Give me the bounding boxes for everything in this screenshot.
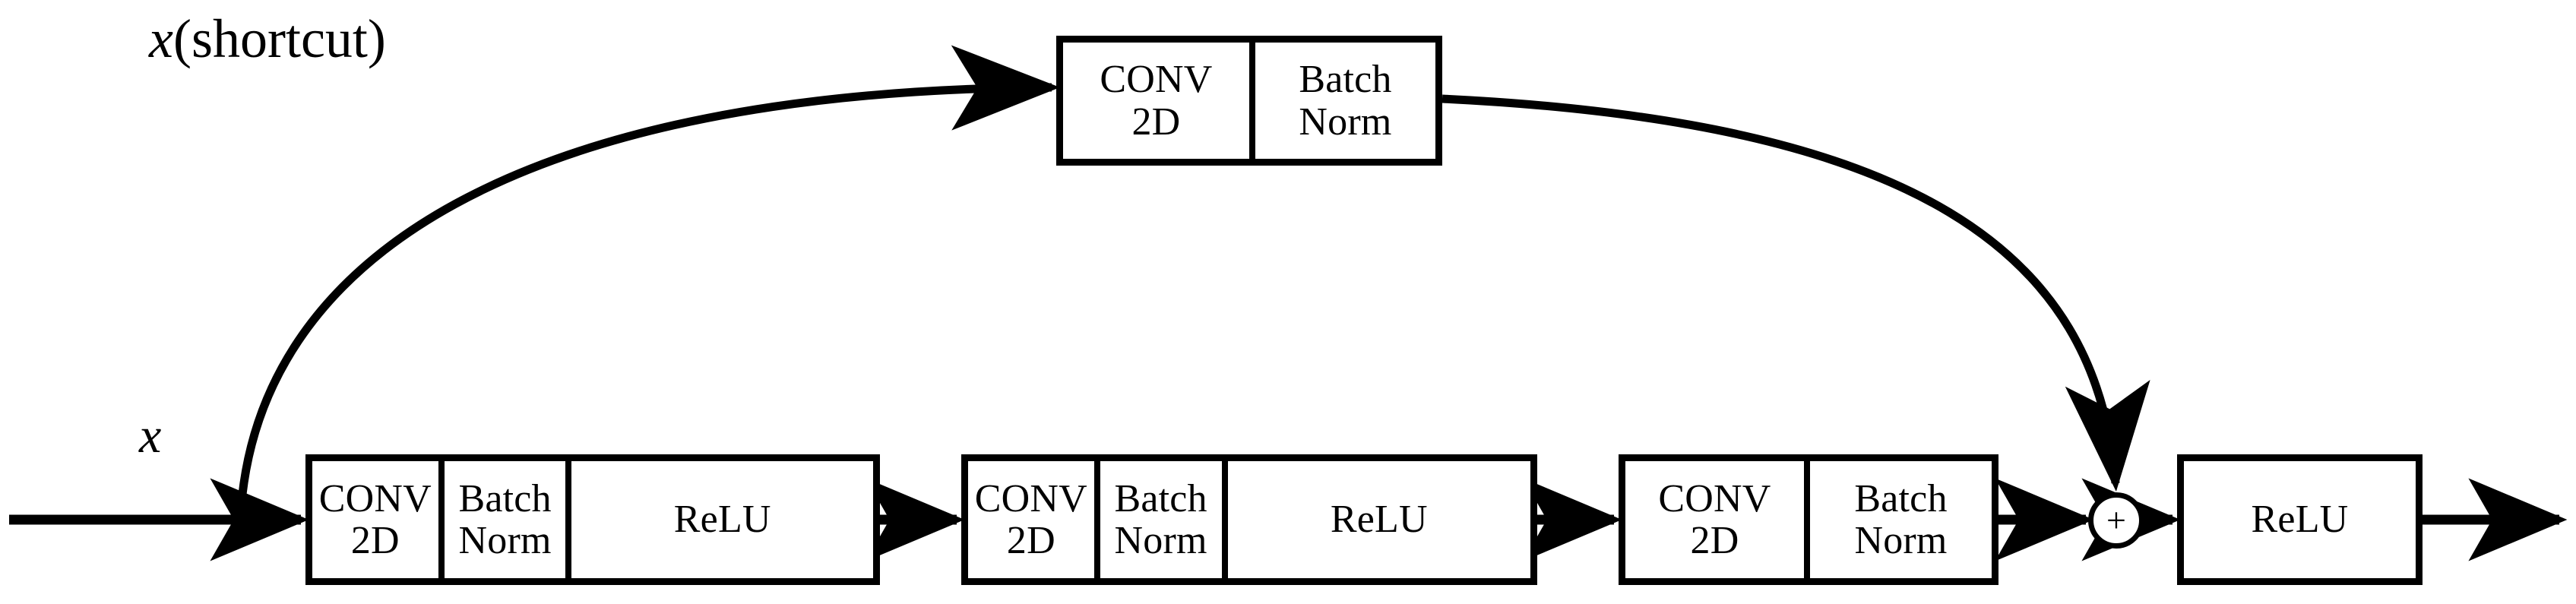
main-block-1[interactable]: CONV 2D Batch Norm ReLU [305, 454, 880, 585]
addition-node[interactable]: + [2088, 492, 2144, 549]
cell-relu: ReLU [2184, 461, 2416, 578]
cell-conv2d: CONV 2D [312, 461, 438, 578]
shortcut-curve-up [236, 45, 1060, 525]
shortcut-label: x(shortcut) [149, 11, 386, 66]
cell-batch-norm: Batch Norm [1248, 43, 1435, 159]
output-relu-block[interactable]: ReLU [2177, 454, 2423, 585]
cell-batch-norm: Batch Norm [438, 461, 566, 578]
cell-conv2d: CONV 2D [1625, 461, 1805, 578]
cell-batch-norm: Batch Norm [1804, 461, 1992, 578]
shortcut-label-paren: (shortcut) [172, 8, 386, 69]
input-label-x: x [139, 408, 162, 463]
shortcut-curve-down [1441, 94, 2150, 492]
main-block-2[interactable]: CONV 2D Batch Norm ReLU [961, 454, 1537, 585]
cell-batch-norm: Batch Norm [1093, 461, 1222, 578]
cell-conv2d: CONV 2D [1063, 43, 1249, 159]
cell-conv2d: CONV 2D [968, 461, 1094, 578]
main-block-3[interactable]: CONV 2D Batch Norm [1619, 454, 1998, 585]
cell-relu: ReLU [565, 461, 873, 578]
cell-relu: ReLU [1221, 461, 1531, 578]
shortcut-conv-block[interactable]: CONV 2D Batch Norm [1056, 36, 1442, 166]
shortcut-label-var: x [149, 8, 173, 69]
